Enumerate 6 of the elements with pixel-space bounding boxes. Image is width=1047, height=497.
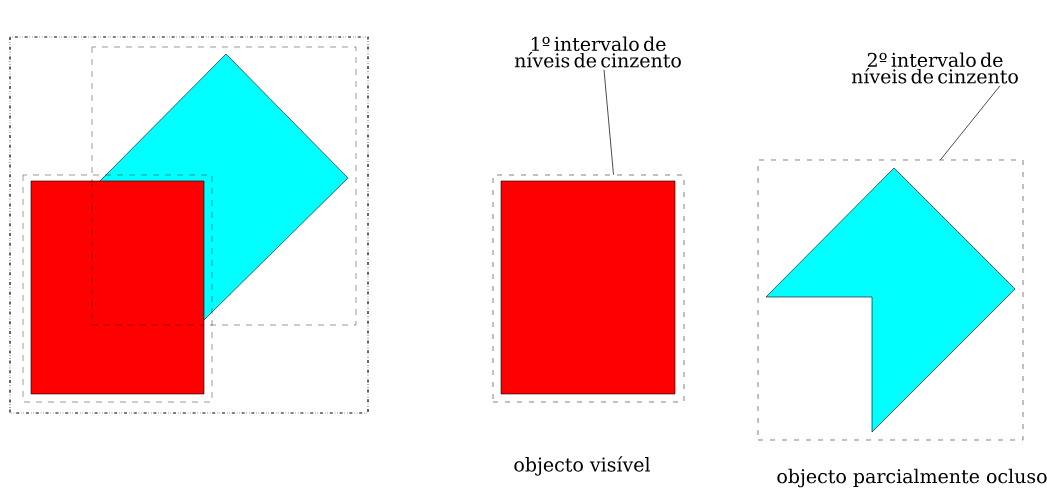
- caption-text: objecto parcialmente ocluso: [777, 468, 1047, 488]
- leader-line: [603, 69, 614, 176]
- caption-text: 1º intervalo de níveis de cinzento: [514, 36, 681, 68]
- caption-text: 2º intervalo de níveis de cinzento: [851, 52, 1018, 84]
- leader-line: [940, 85, 1001, 161]
- caption-text: objecto visível: [514, 456, 650, 476]
